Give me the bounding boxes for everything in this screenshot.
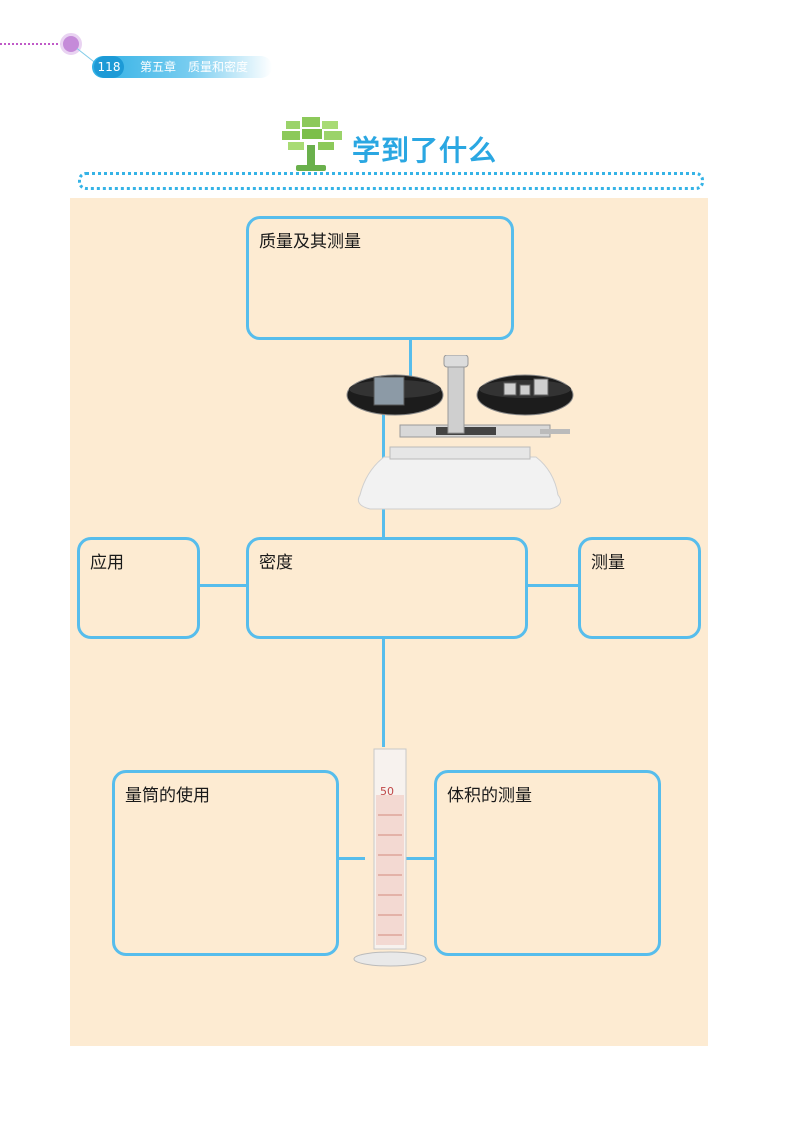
application-box-label: 应用 <box>90 553 124 573</box>
density-box-label: 密度 <box>259 553 293 573</box>
tree-icon <box>282 117 342 171</box>
measurement-box-label: 测量 <box>591 553 625 573</box>
density-box: 密度 <box>246 537 528 639</box>
mass-box: 质量及其测量 <box>246 216 514 340</box>
page-number: 118 <box>94 56 124 78</box>
application-box: 应用 <box>77 537 200 639</box>
connector-cylinder-left <box>337 857 365 860</box>
balance-scale-image <box>346 355 574 510</box>
section-title: 学到了什么 <box>280 115 510 175</box>
connector-density-measurement <box>526 584 580 587</box>
measurement-box: 测量 <box>578 537 701 639</box>
connector-application-density <box>198 584 248 587</box>
graduated-cylinder-image: 50 <box>353 748 427 967</box>
svg-text:50: 50 <box>380 785 394 798</box>
volume-box: 体积的测量 <box>434 770 661 956</box>
header-circle-icon <box>60 33 82 55</box>
title-text: 学到了什么 <box>352 134 498 167</box>
connector-cylinder-right <box>406 857 436 860</box>
connector-density-cylinder <box>382 637 385 747</box>
cylinder-use-box: 量筒的使用 <box>112 770 339 956</box>
connector-mass-balance <box>409 338 412 388</box>
header-banner <box>92 56 272 78</box>
volume-box-label: 体积的测量 <box>447 786 532 806</box>
title-divider <box>78 172 704 190</box>
cylinder-use-box-label: 量筒的使用 <box>125 786 210 806</box>
chapter-title: 第五章 质量和密度 <box>140 60 249 74</box>
header-dotted-line <box>0 43 62 45</box>
mass-box-label: 质量及其测量 <box>259 232 361 252</box>
